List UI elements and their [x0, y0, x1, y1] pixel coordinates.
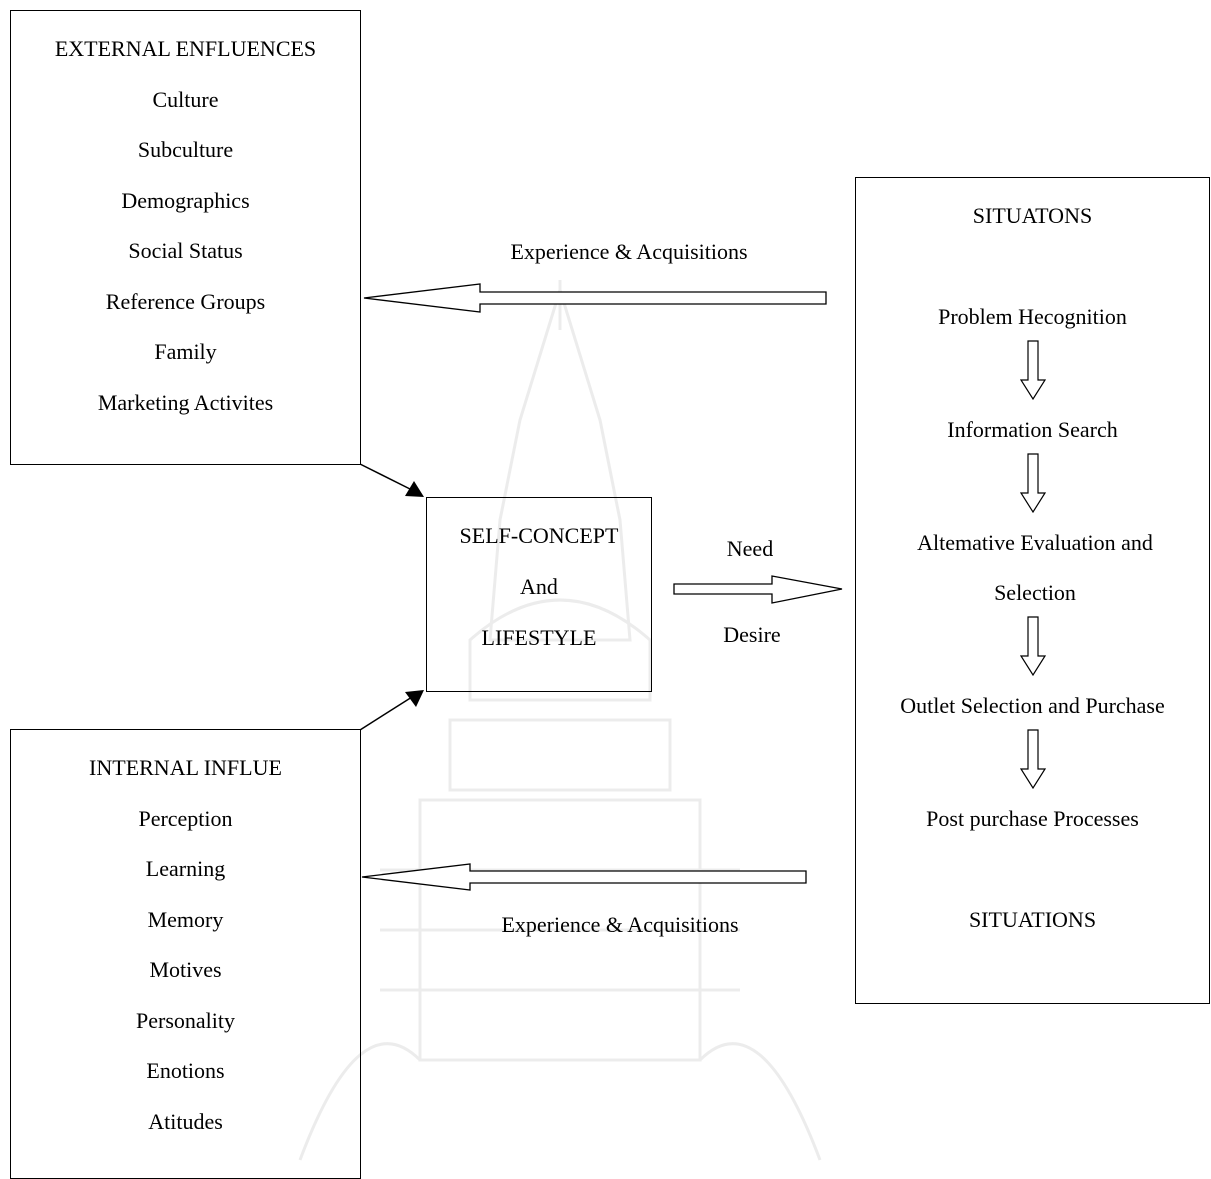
self-concept-line: LIFESTYLE: [481, 625, 597, 650]
process-step: Outlet Selection and Purchase: [900, 693, 1165, 718]
experience-label-bottom: Experience & Acquisitions: [501, 912, 739, 937]
process-down-arrows: [1019, 340, 1047, 790]
self-concept-box: [426, 497, 652, 692]
external-influences-box: [10, 10, 361, 465]
internal-to-self-arrow: [359, 696, 413, 731]
process-step: Selection: [994, 580, 1076, 605]
experience-label-top: Experience & Acquisitions: [510, 239, 748, 264]
situations-box: [855, 177, 1210, 1004]
external-item: Family: [154, 339, 217, 364]
situations-footer: SITUATIONS: [968, 907, 1097, 932]
internal-item: Atitudes: [148, 1109, 223, 1134]
external-item: Subculture: [137, 137, 234, 162]
self-concept-line: SELF-CONCEPT: [459, 523, 619, 548]
internal-influences-title: INTERNAL INFLUE: [89, 755, 282, 780]
self-concept-line: And: [520, 574, 558, 599]
external-item: Marketing Activites: [97, 390, 274, 415]
need-label: Need: [726, 536, 774, 561]
internal-item: Perception: [138, 806, 233, 831]
internal-item: Memory: [147, 907, 224, 932]
external-item: Social Status: [128, 238, 243, 263]
external-influences-title: EXTERNAL ENFLUENCES: [54, 36, 317, 61]
internal-item: Motives: [149, 957, 222, 982]
need-desire-arrow: [673, 575, 843, 604]
external-to-self-arrow: [359, 463, 413, 491]
desire-label: Desire: [723, 622, 781, 647]
experience-arrow-bottom: [361, 863, 807, 891]
external-item: Reference Groups: [105, 289, 266, 314]
process-step: Information Search: [947, 417, 1118, 442]
external-item: Culture: [152, 87, 219, 112]
internal-item: Personality: [136, 1008, 235, 1033]
situations-title: SITUATONS: [972, 203, 1093, 228]
experience-arrow-top: [363, 283, 827, 313]
internal-item: Enotions: [146, 1058, 225, 1083]
internal-item: Learning: [145, 856, 226, 881]
external-item: Demographics: [121, 188, 250, 213]
process-step: Altemative Evaluation and: [917, 530, 1153, 555]
process-step: Post purchase Processes: [926, 806, 1139, 831]
process-step: Problem Hecognition: [938, 304, 1127, 329]
